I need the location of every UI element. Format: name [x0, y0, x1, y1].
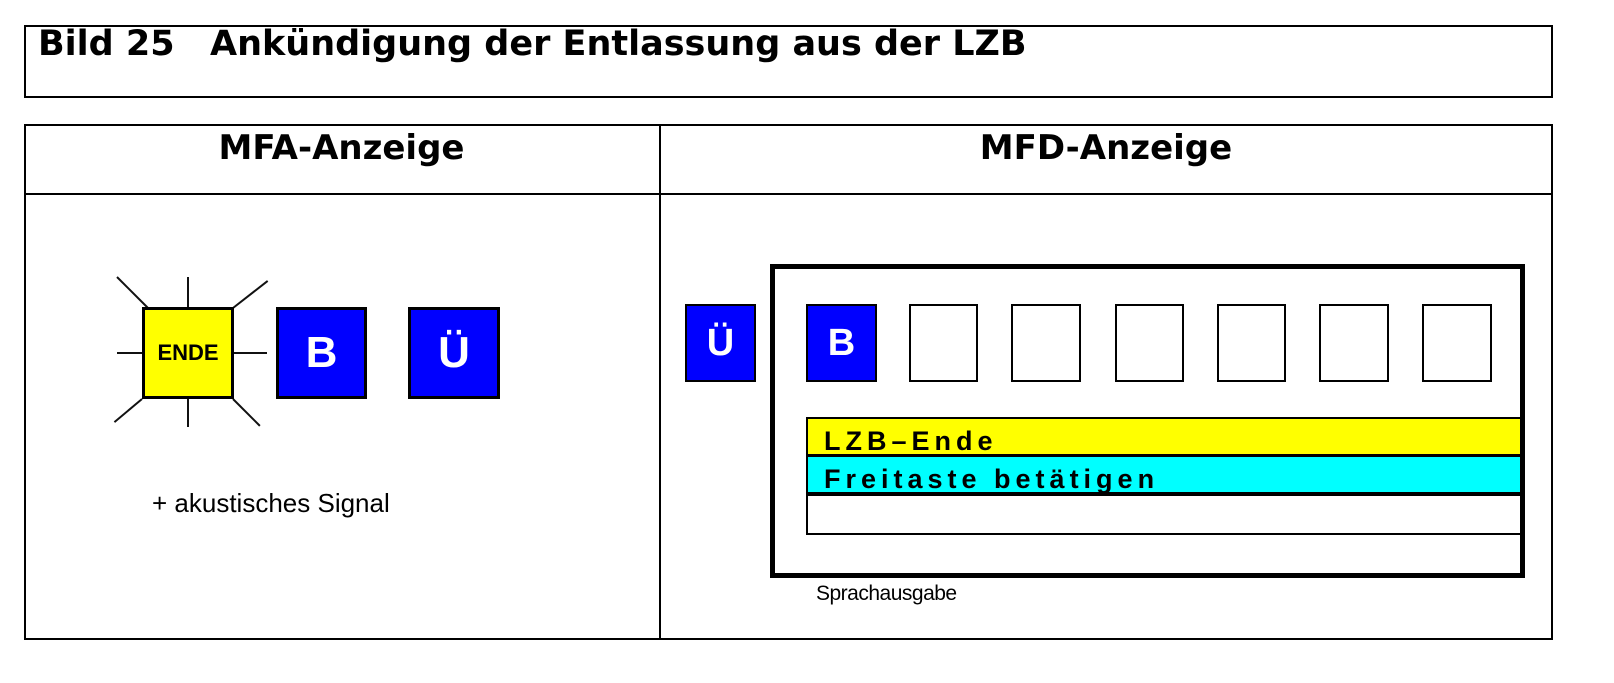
column-divider [659, 124, 661, 638]
mfd-empty-indicator [1115, 304, 1184, 382]
message-line-1: LZB–Ende [806, 417, 1522, 456]
message-line-3 [806, 494, 1522, 535]
mfd-empty-indicator [909, 304, 978, 382]
speech-output-caption: Sprachausgabe [816, 582, 957, 605]
header-mfd: MFD-Anzeige [979, 128, 1233, 168]
message-line-2: Freitaste betätigen [806, 455, 1522, 494]
u-indicator: Ü [408, 307, 500, 399]
ende-indicator: ENDE [142, 307, 234, 399]
figure-number: Bild 25 [38, 24, 175, 64]
mfd-b-indicator: B [806, 304, 877, 382]
b-indicator: B [276, 307, 367, 399]
mfd-empty-indicator [1011, 304, 1081, 382]
header-mfa: MFA-Anzeige [218, 128, 465, 168]
mfd-empty-indicator [1217, 304, 1286, 382]
mfd-screen [770, 264, 1525, 578]
figure-title-box [24, 25, 1553, 98]
mfd-empty-indicator [1319, 304, 1389, 382]
header-divider [24, 193, 1552, 195]
mfd-empty-indicator [1422, 304, 1492, 382]
mfd-u-indicator: Ü [685, 304, 756, 382]
display-table [24, 124, 1553, 640]
figure-title: Ankündigung der Entlassung aus der LZB [210, 24, 1027, 64]
acoustic-signal-note: + akustisches Signal [152, 488, 390, 518]
